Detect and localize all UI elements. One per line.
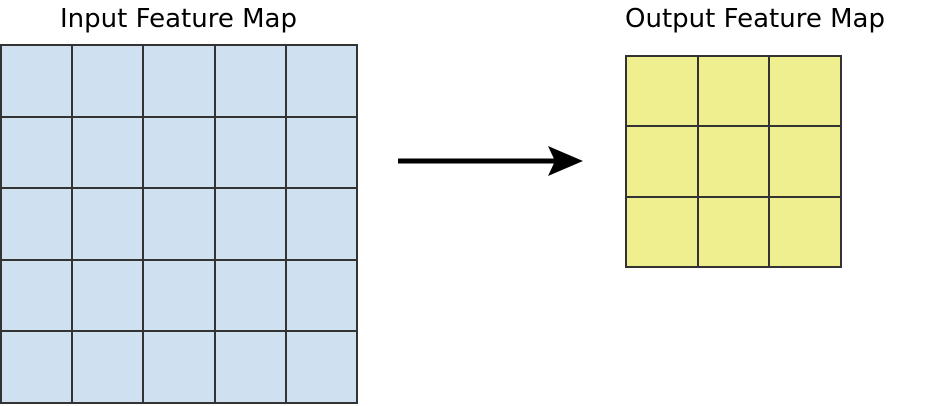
input-cell [144, 117, 216, 190]
input-feature-map-grid [0, 44, 358, 404]
input-cell [286, 46, 358, 118]
output-feature-map-title: Output Feature Map [625, 4, 885, 34]
output-feature-map-grid [625, 55, 842, 268]
output-cell [770, 127, 842, 198]
input-cell [73, 260, 145, 333]
output-cell [627, 57, 699, 128]
input-cell [2, 332, 74, 404]
input-cell [144, 46, 216, 118]
input-cell [286, 260, 358, 333]
transform-arrow-icon [398, 146, 583, 176]
input-cell [2, 46, 74, 118]
input-cell [215, 332, 287, 404]
input-cell [2, 189, 74, 261]
input-cell [73, 332, 145, 404]
arrow-head [548, 146, 583, 176]
input-cell [286, 332, 358, 404]
input-cell [286, 117, 358, 190]
input-cell [144, 332, 216, 404]
output-cell [698, 197, 771, 268]
input-cell [215, 46, 287, 118]
output-cell [627, 127, 699, 198]
input-cell [286, 189, 358, 261]
input-cell [2, 117, 74, 190]
input-cell [73, 117, 145, 190]
output-cell [770, 57, 842, 128]
input-cell [73, 189, 145, 261]
input-cell [144, 189, 216, 261]
output-cell [627, 197, 699, 268]
input-cell [215, 117, 287, 190]
input-cell [73, 46, 145, 118]
input-cell [2, 260, 74, 333]
output-cell [770, 197, 842, 268]
input-cell [215, 189, 287, 261]
input-feature-map-title: Input Feature Map [60, 4, 297, 34]
input-cell [144, 260, 216, 333]
output-cell [698, 127, 771, 198]
input-cell [215, 260, 287, 333]
output-cell [698, 57, 771, 128]
